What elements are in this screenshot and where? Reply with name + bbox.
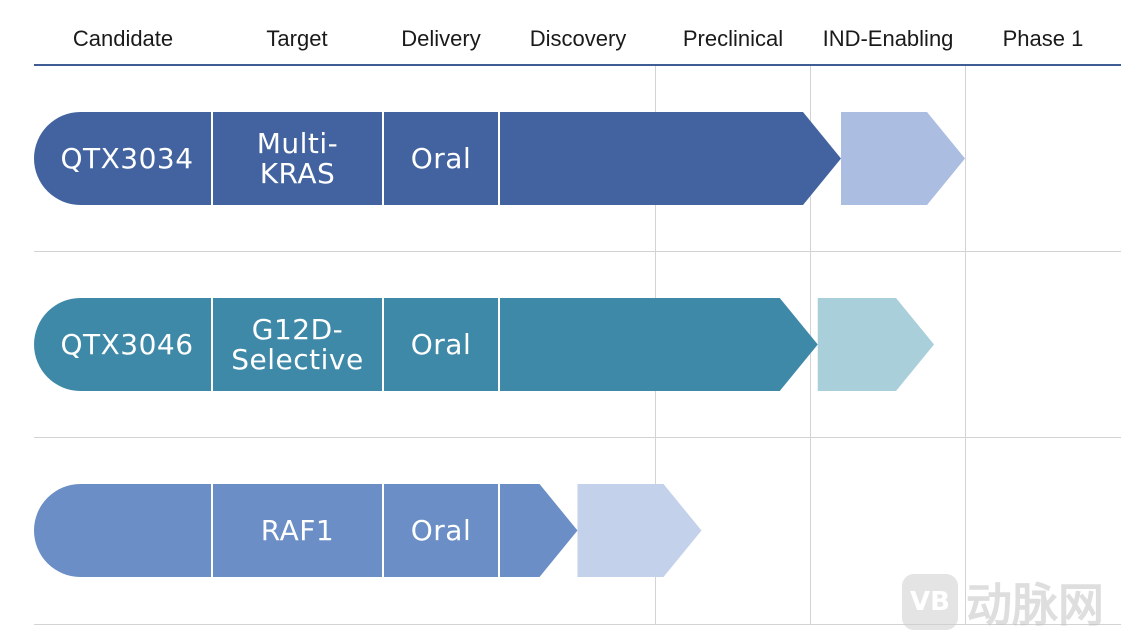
delivery-label: Oral (410, 141, 472, 175)
pipeline-row (34, 298, 934, 391)
column-header-candidate: Candidate (72, 26, 174, 51)
column-header-delivery: Delivery (401, 26, 481, 51)
candidate-label: QTX3034 (60, 141, 194, 175)
watermark-logo-icon: VB (902, 574, 958, 630)
pipeline-row (34, 112, 965, 205)
row-divider (34, 624, 1121, 625)
forecast-arrow (817, 298, 934, 391)
progress-bar (34, 298, 818, 391)
candidate-label (42, 484, 212, 577)
target-label-line: Multi- (256, 126, 339, 160)
header-rule (34, 64, 1121, 66)
row-divider (34, 437, 1121, 438)
pipeline-row (34, 484, 702, 577)
progress-bar (34, 112, 841, 205)
delivery-label: Oral (410, 327, 472, 361)
column-header-discovery: Discovery (529, 26, 627, 51)
target-label: RAF1 (212, 484, 383, 577)
target-label-line: G12D- (251, 312, 344, 346)
column-header-phase-1: Phase 1 (1002, 26, 1084, 51)
progress-bar (34, 484, 578, 577)
column-header-ind-enabling: IND-Enabling (822, 26, 954, 51)
candidate-label: QTX3046 (60, 327, 194, 361)
target-label-line: Selective (231, 342, 364, 376)
forecast-arrow (577, 484, 702, 577)
stage-divider (965, 66, 966, 624)
watermark-text: 动脉网 (966, 578, 1104, 632)
target-label-line: KRAS (259, 156, 336, 190)
delivery-label: Oral (410, 513, 472, 547)
row-divider (34, 251, 1121, 252)
column-header-target: Target (266, 26, 328, 51)
column-header-preclinical: Preclinical (682, 26, 784, 51)
target-label: Multi-KRAS (212, 112, 383, 205)
target-label-line: RAF1 (260, 513, 335, 547)
target-label: G12D-Selective (212, 298, 383, 391)
watermark: VB 动脉网 (902, 572, 1104, 632)
forecast-arrow (841, 112, 965, 205)
